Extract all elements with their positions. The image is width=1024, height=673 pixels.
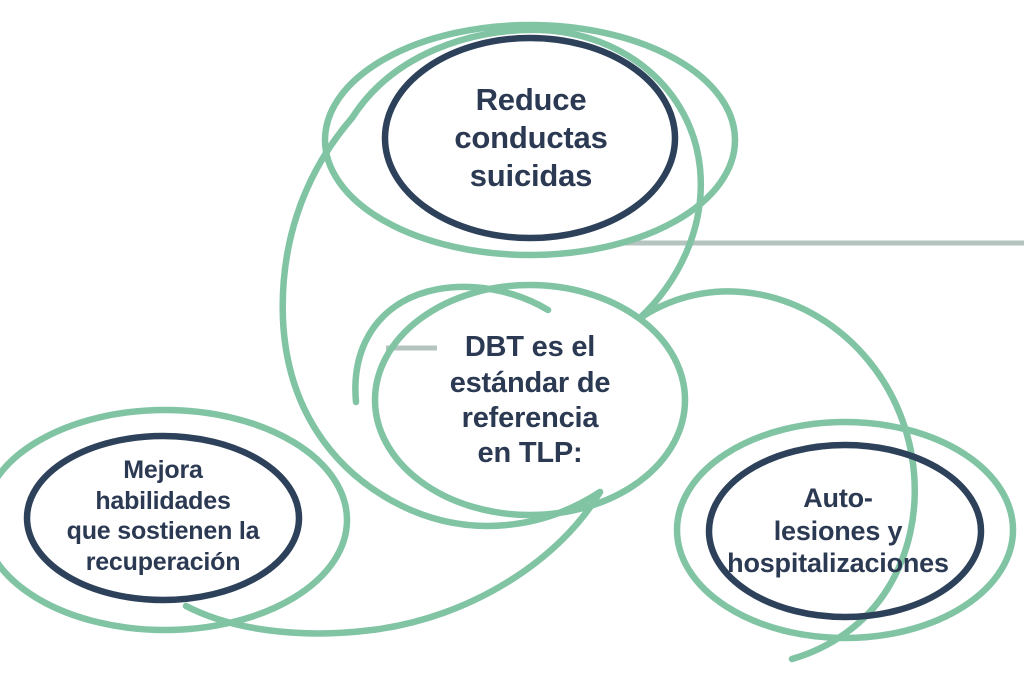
spiral-top-loop [348,26,705,322]
bottom-left-node-green-halo [0,406,351,634]
spiral-inner-terminus [352,283,552,406]
bottom-right-node-navy-ring [705,441,985,621]
green-spiral-group [182,26,918,663]
spiral-right-sweep [636,288,918,663]
top-node-navy-ring [381,34,679,242]
spiral-outer-arm [279,114,604,530]
node-center-shapes [371,281,689,519]
spiral-bottom-return [182,488,604,637]
node-bottom-right-shapes [673,418,1017,642]
bottom-left-node-navy-ring [23,432,303,604]
center-node-green-ring [371,281,689,519]
node-top-shapes [321,21,739,259]
top-node-green-halo [321,21,739,259]
bottom-right-node-green-halo [673,418,1017,642]
node-bottom-left-shapes [0,406,351,634]
